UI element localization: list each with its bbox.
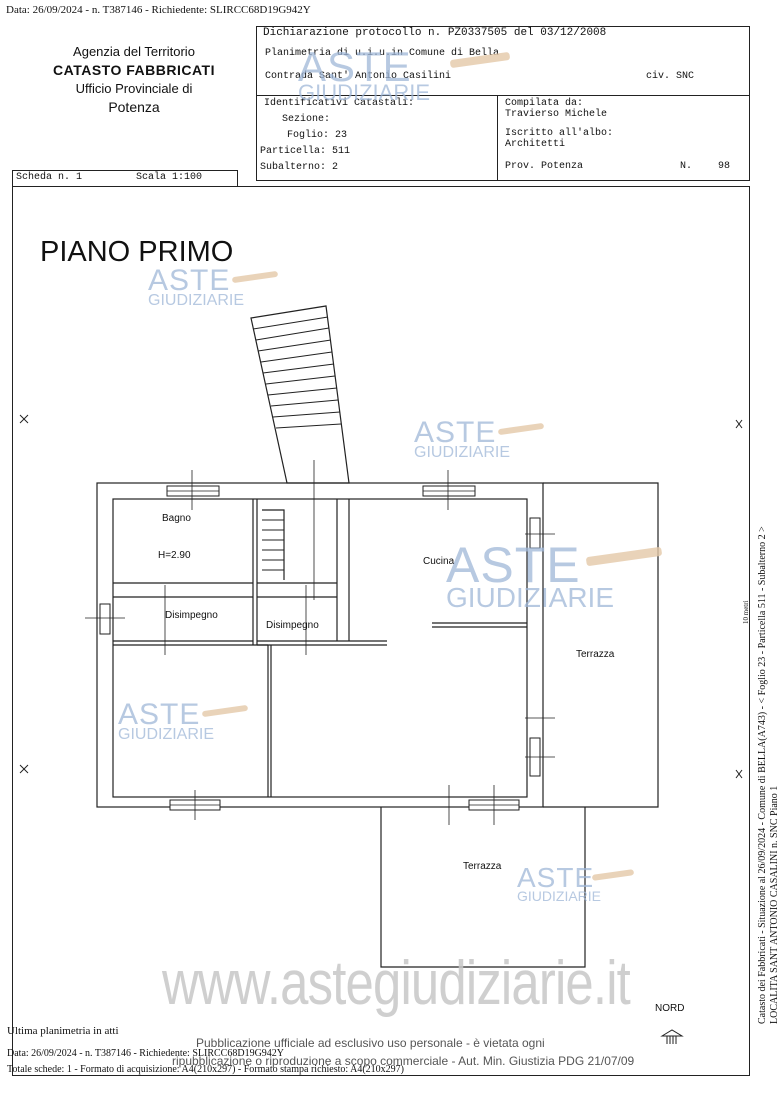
n-value: 98 [718, 161, 731, 172]
declaration-line2: Planimetria di u.i.u.in Comune di Bella [265, 48, 500, 59]
floor-title: PIANO PRIMO [40, 236, 234, 268]
room-label-terrazza-bottom: Terrazza [463, 861, 502, 872]
watermark-aste: ASTE [446, 537, 581, 593]
prov-field: Prov. Potenza [505, 161, 584, 172]
watermark-giudiziarie: GIUDIZIARIE [517, 888, 602, 904]
watermark-site-url: www.astegiudiziarie.it [162, 949, 631, 1018]
ufficio-label: Ufficio Provinciale di [75, 81, 193, 96]
drawing-frame [12, 186, 750, 1076]
albo-label: Iscritto all'albo: [505, 128, 614, 139]
north-label: NORD [655, 1003, 685, 1014]
foglio-field: Foglio: 23 [287, 130, 348, 141]
footer-notice-1: Pubblicazione ufficiale ad esclusivo uso… [196, 1036, 545, 1050]
watermark-giudiziarie: GIUDIZIARIE [118, 726, 215, 743]
compiled-label: Compilata da: [505, 98, 584, 109]
sezione-field: Sezione: [282, 114, 331, 125]
watermark-aste: ASTE [148, 264, 231, 297]
watermark-aste: ASTE [414, 416, 497, 449]
catasto-title: CATASTO FABBRICATI [53, 62, 215, 78]
room-label-cucina: Cucina [423, 556, 455, 567]
scheda-label: Scheda n. 1 [16, 172, 83, 183]
watermark-giudiziarie: GIUDIZIARIE [148, 292, 245, 309]
declaration-address: Contrada Sant' Antonio Casilini [265, 71, 452, 82]
watermark-plan-2: ASTE GIUDIZIARIE [414, 418, 510, 461]
ufficio-city: Potenza [108, 99, 160, 115]
side-text-2: LOCALITA SANT ANTONIO CASALINI n. SNC Pi… [769, 785, 780, 1024]
n-label: N. [680, 161, 693, 172]
room-label-terrazza-right: Terrazza [576, 649, 615, 660]
compiled-name: Travierso Michele [505, 109, 608, 120]
watermark-giudiziarie: GIUDIZIARIE [414, 444, 511, 461]
scala-label: Scala 1:100 [136, 172, 203, 183]
footer-notice-2: ripubblicazione o riproduzione a scopo c… [172, 1054, 635, 1068]
agency-name: Agenzia del Territorio [73, 44, 195, 59]
watermark-giudiziarie: GIUDIZIARIE [298, 80, 431, 105]
declaration-civ: civ. SNC [646, 71, 695, 82]
watermark-aste: ASTE [118, 698, 201, 731]
footer-ultima: Ultima planimetria in atti [7, 1025, 119, 1037]
watermark-plan-5: ASTE GIUDIZIARIE [517, 862, 602, 904]
watermark-plan-1: ASTE GIUDIZIARIE [148, 266, 244, 309]
identifiers-title: Identificativi Catastali: [264, 98, 415, 109]
room-label-disimpegno-1: Disimpegno [165, 610, 218, 621]
declaration-line1: Dichiarazione protocollo n. PZ0337505 de… [263, 27, 607, 39]
watermark-plan-4: ASTE GIUDIZIARIE [118, 700, 214, 743]
room-label-disimpegno-2: Disimpegno [266, 620, 319, 631]
top-meta-line: Data: 26/09/2024 - n. T387146 - Richiede… [6, 4, 311, 16]
side-text-1: Catasto dei Fabbricati - Situazione al 2… [757, 526, 768, 1024]
footer-meta: Data: 26/09/2024 - n. T387146 - Richiede… [7, 1048, 285, 1059]
watermark-plan-3: ASTE GIUDIZIARIE [446, 540, 614, 612]
watermark-header: ASTE GIUDIZIARIE [298, 46, 430, 104]
room-height-label: H=2.90 [158, 550, 191, 561]
watermark-aste: ASTE [517, 862, 595, 893]
compiled-box [497, 95, 750, 181]
agency-block: Agenzia del Territorio CATASTO FABBRICAT… [14, 44, 254, 115]
side-scale-note: 10 metri [742, 600, 750, 624]
footer-totale: Totale schede: 1 - Formato di acquisizio… [7, 1064, 404, 1075]
albo-value: Architetti [505, 139, 566, 150]
watermark-giudiziarie: GIUDIZIARIE [446, 582, 615, 613]
subalterno-field: Subalterno: 2 [260, 162, 339, 173]
room-label-bagno: Bagno [162, 513, 191, 524]
watermark-aste: ASTE [298, 43, 412, 90]
particella-field: Particella: 511 [260, 146, 351, 157]
